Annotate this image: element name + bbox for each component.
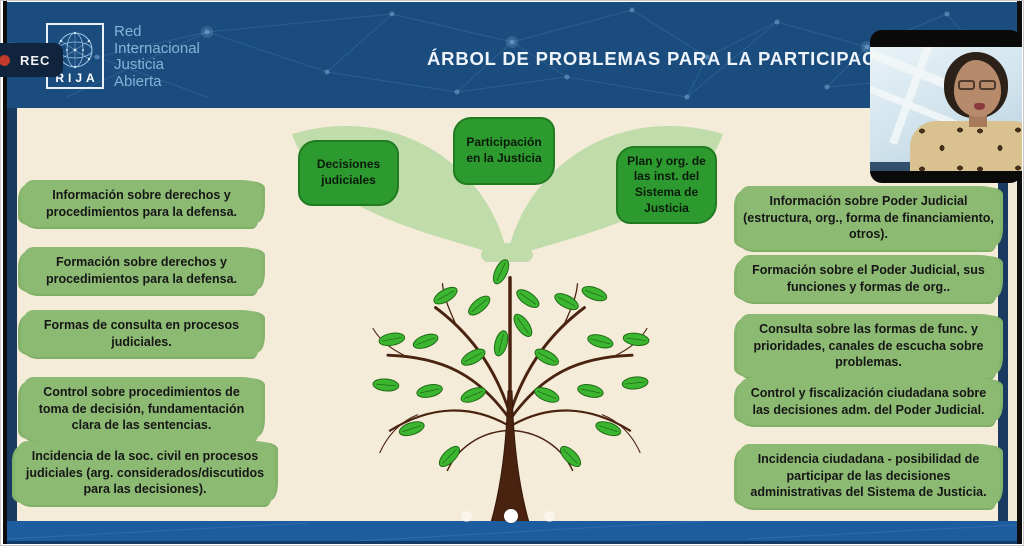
globe-network-icon [57,31,93,69]
right-item-3: Consulta sobre las formas de func. y pri… [737,314,1000,378]
glasses-lens [978,80,996,90]
left-item-1: Información sobre derechos y procedimien… [21,180,262,227]
logo-name-line: Justicia [114,56,165,73]
pagination-dot-prev[interactable] [461,511,472,522]
branch-box-participacion-justicia: Participación en la Justicia [453,117,555,185]
left-item-4: Control sobre procedimientos de toma de … [21,377,262,441]
branch-box-decisiones-judiciales: Decisiones judiciales [298,140,399,206]
branch-box-label: Participación en la Justicia [466,135,542,165]
bottom-bar [7,521,1017,541]
left-item-5: Incidencia de la soc. civil en procesos … [15,441,275,505]
logo-name-line: Red [114,23,142,40]
rec-label: REC [20,52,51,68]
rija-logo-name: Red Internacional Justicia Abierta [114,23,200,90]
bottom-edge-strip [7,541,1017,544]
pagination-dot-current[interactable] [504,509,518,523]
slide-title: ÁRBOL DE PROBLEMAS PARA LA PARTICIPACIÓN [427,48,912,69]
slide-border-right [998,108,1008,521]
presenter-torso [910,121,1022,171]
rec-badge[interactable]: REC [0,43,63,77]
right-item-5: Incidencia ciudadana - posibilidad de pa… [737,444,1000,508]
branch-box-plan-org-sistema: Plan y org. de las inst. del Sistema de … [616,146,717,224]
slide-page-edge [1008,108,1017,521]
presenter-glasses [954,80,999,91]
left-item-2: Formación sobre derechos y procedimiento… [21,247,262,294]
presenter-video [870,47,1022,171]
right-item-4: Control y fiscalización ciudadana sobre … [737,378,1000,425]
branch-box-label: Decisiones judiciales [316,157,381,187]
screen-edge-left [3,1,7,544]
pagination-dot-next[interactable] [544,511,555,522]
slide-border-left [7,108,17,521]
logo-name-line: Internacional [114,39,200,57]
presenter-mouth [974,103,985,110]
right-item-2: Formación sobre el Poder Judicial, sus f… [737,255,1000,302]
problem-tree-graphic [372,259,650,522]
left-item-3: Formas de consulta en procesos judiciale… [21,310,262,357]
glasses-lens [957,80,975,90]
presentation-header: RIJA Red Internacional Justicia Abierta … [7,2,1017,108]
rija-logo-acronym: RIJA [55,71,99,85]
branch-box-label: Plan y org. de las inst. del Sistema de … [627,153,706,215]
recording-dot-icon [0,54,10,66]
bottom-bar-pattern [7,521,1017,541]
screen-edge-right [1017,1,1022,544]
presenter-webcam[interactable] [870,30,1022,183]
rija-logo: RIJA Red Internacional Justicia Abierta [46,23,200,90]
logo-name-line: Abierta [114,72,162,90]
right-item-1: Información sobre Poder Judicial (estruc… [737,186,1000,250]
